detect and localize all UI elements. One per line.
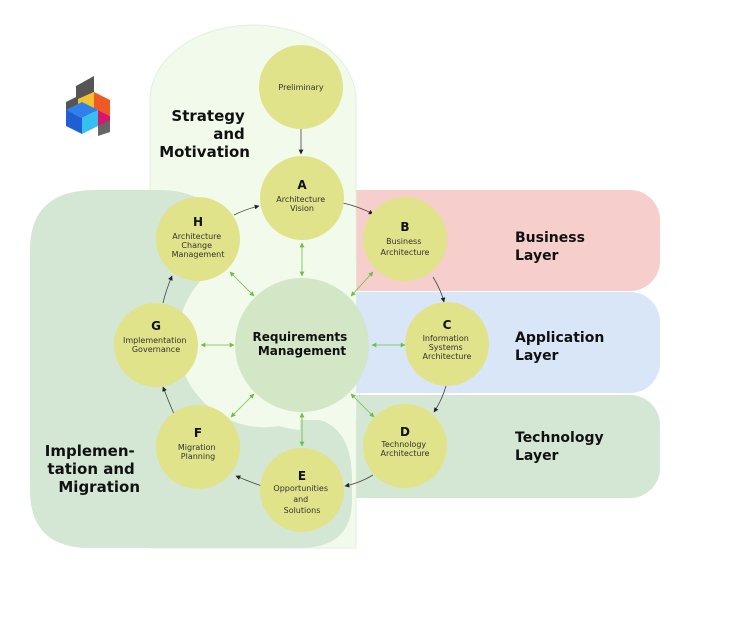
arrow-c-to-d (433, 385, 447, 413)
strategy-label: Strategy and Motivation (159, 107, 250, 161)
arrow-d-to-e (344, 474, 374, 488)
technology-layer-label: Technology Layer (515, 430, 608, 464)
phase-f[interactable]: F Migration Planning (156, 405, 240, 489)
phase-c-letter: C (443, 318, 452, 332)
phase-f-label: Migration Planning (178, 443, 218, 461)
phase-a-label: Architecture Vision (276, 195, 328, 213)
multicolor-cube-logo-icon (66, 76, 110, 136)
arrow-rm-b (350, 271, 374, 297)
requirements-management-label: Requirements Management (253, 330, 352, 358)
phase-g-letter: G (151, 319, 161, 333)
phase-e[interactable]: E Opportunities and Solutions (260, 448, 344, 532)
business-layer-label: Business Layer (515, 230, 590, 264)
phase-preliminary[interactable]: Preliminary (259, 45, 343, 129)
phase-e-label: Opportunities and Solutions (273, 484, 330, 515)
phase-d-label: Technology Architecture (380, 440, 429, 458)
phase-a-letter: A (297, 178, 307, 192)
phase-d-letter: D (400, 425, 410, 439)
requirements-arrows (200, 242, 406, 447)
phase-a[interactable]: A Architecture Vision (260, 156, 344, 240)
phase-e-letter: E (298, 469, 306, 483)
arrow-h-to-a (233, 204, 260, 216)
arrow-b-to-c (432, 276, 446, 303)
phase-g-label: Implementation Governance (123, 336, 189, 354)
application-layer-label: Application Layer (515, 330, 609, 364)
phase-g[interactable]: G Implementation Governance (114, 303, 198, 387)
arrow-rm-f (230, 393, 255, 418)
arrow-e-to-f (235, 475, 263, 487)
phase-h-letter: H (193, 215, 203, 229)
phase-f-letter: F (194, 426, 202, 440)
phase-d[interactable]: D Technology Architecture (363, 404, 447, 488)
arrow-rm-h (229, 271, 255, 297)
requirements-management-node[interactable]: Requirements Management (235, 278, 369, 412)
implementation-label: Implemen- tation and Migration (45, 442, 140, 496)
phase-h-label: Architecture Change Management (172, 232, 225, 259)
phase-b[interactable]: B Business Architecture (363, 197, 447, 281)
arrow-f-to-g (162, 386, 175, 415)
implementation-region (30, 190, 352, 548)
arrow-g-to-h (162, 275, 173, 304)
phase-c[interactable]: C Information Systems Architecture (405, 302, 489, 386)
phase-preliminary-label: Preliminary (278, 83, 323, 92)
arrow-rm-d (350, 393, 375, 418)
phase-c-label: Information Systems Architecture (423, 334, 472, 361)
arrow-a-to-b (342, 202, 374, 215)
cycle-arrows (162, 128, 447, 488)
phase-b-label: Business Architecture (381, 237, 430, 257)
phase-h[interactable]: H Architecture Change Management (156, 197, 240, 281)
phase-b-letter: B (400, 220, 409, 234)
